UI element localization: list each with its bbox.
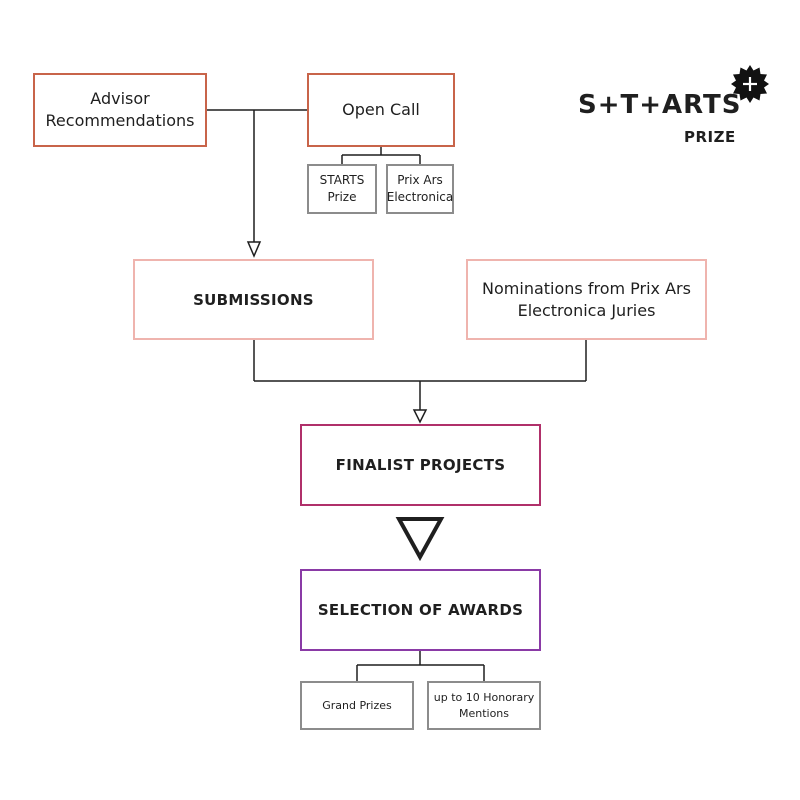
honorary-mentions-box: up to 10 Honorary Mentions	[427, 681, 541, 730]
advisor-recommendations-box: Advisor Recommendations	[33, 73, 207, 147]
finalist-projects-label: FINALIST PROJECTS	[335, 456, 506, 474]
nominations-label: Nominations from Prix Ars Electronica Ju…	[482, 278, 691, 320]
starts-prize-box: STARTS Prize	[307, 164, 377, 214]
prix-ars-label: Prix Ars Electronica	[386, 173, 454, 204]
open-call-label: Open Call	[342, 100, 420, 119]
selection-of-awards-box: SELECTION OF AWARDS	[300, 569, 541, 651]
starts-prize-label: STARTS Prize	[319, 173, 365, 204]
grand-prizes-box: Grand Prizes	[300, 681, 414, 730]
finalist-projects-box: FINALIST PROJECTS	[300, 424, 541, 506]
submissions-box: SUBMISSIONS	[133, 259, 374, 340]
prix-ars-box: Prix Ars Electronica	[386, 164, 454, 214]
advisor-recommendations-label: Advisor Recommendations	[45, 89, 195, 130]
starts-prize-logo: S+T+ARTS PRIZE	[578, 64, 778, 154]
arrowhead-to-finalist	[412, 409, 428, 424]
nominations-box: Nominations from Prix Ars Electronica Ju…	[466, 259, 707, 340]
plus-icon	[731, 65, 769, 103]
logo-subtitle: PRIZE	[684, 128, 736, 146]
large-arrow-to-selection	[395, 517, 445, 562]
logo-wordmark: S+T+ARTS	[578, 90, 742, 120]
honorary-mentions-label: up to 10 Honorary Mentions	[433, 690, 535, 720]
grand-prizes-label: Grand Prizes	[322, 698, 392, 712]
arrowhead-to-submissions	[246, 241, 262, 258]
selection-of-awards-label: SELECTION OF AWARDS	[317, 601, 524, 619]
open-call-box: Open Call	[307, 73, 455, 147]
submissions-label: SUBMISSIONS	[193, 290, 314, 309]
